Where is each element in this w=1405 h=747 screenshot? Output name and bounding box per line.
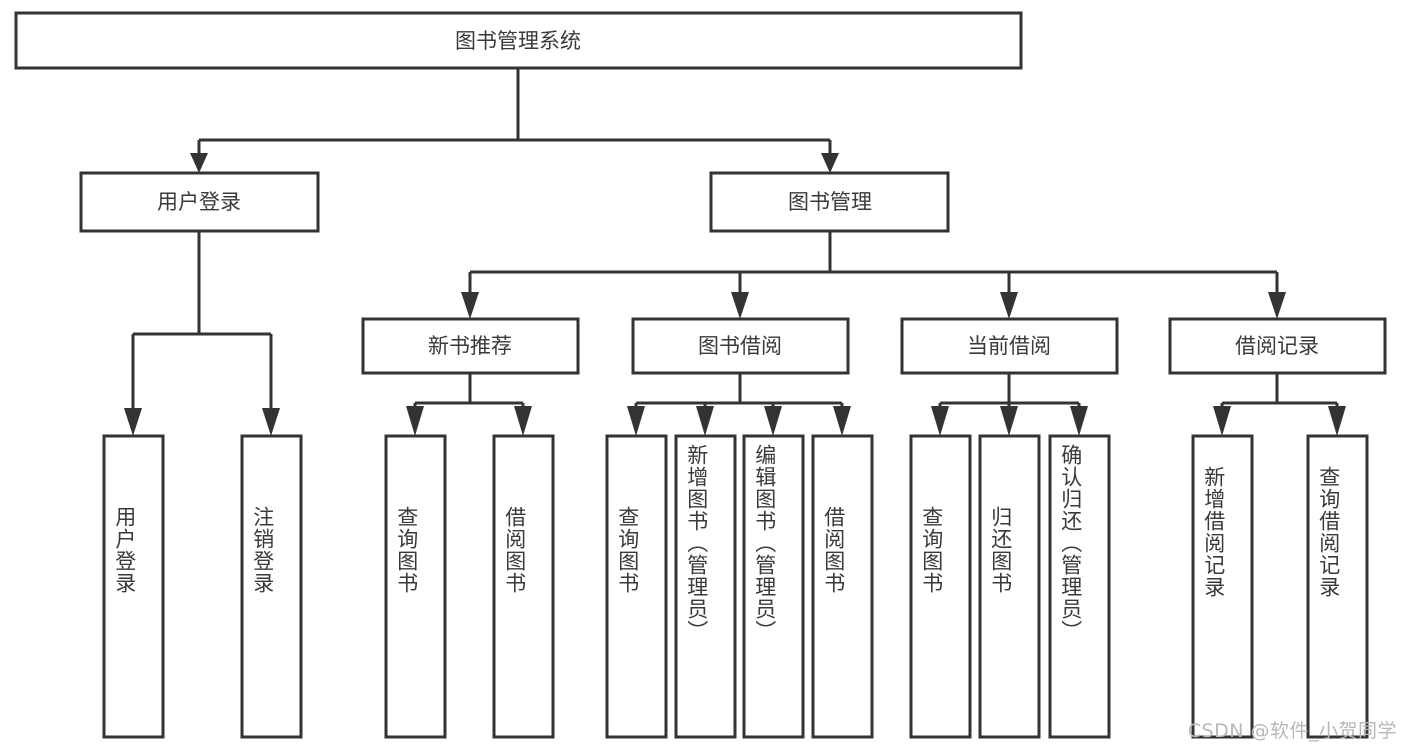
arrow-leaf-user-logout (262, 408, 280, 436)
node-book-manage-label: 图书管理 (788, 190, 872, 214)
node-current-borrow-label: 当前借阅 (967, 334, 1051, 358)
arrow-leaf-return-book (1000, 406, 1018, 436)
leaf-query-book-1-box[interactable] (384, 434, 447, 739)
node-new-book-recommend-box[interactable] (361, 317, 580, 375)
node-current-borrow-box[interactable] (900, 317, 1119, 375)
arrow-leaf-add-book (696, 406, 714, 436)
node-borrow-record-label: 借阅记录 (1235, 334, 1319, 358)
connector-group (124, 68, 1346, 436)
leaf-add-book-box[interactable] (674, 434, 737, 739)
arrow-new-book-recommend (461, 292, 479, 319)
node-book-borrow[interactable]: 图书借阅 (631, 317, 850, 375)
node-user-login[interactable]: 用户登录 (79, 171, 320, 233)
arrow-leaf-add-record (1213, 406, 1231, 436)
node-book-borrow-label: 图书借阅 (698, 334, 782, 358)
arrow-leaf-user-login (124, 408, 142, 436)
node-book-manage[interactable]: 图书管理 (709, 171, 950, 233)
arrow-leaf-borrow-book-2 (833, 406, 851, 436)
node-root[interactable]: 图书管理系统 (14, 11, 1023, 70)
arrow-leaf-edit-book (764, 406, 782, 436)
arrow-user-login (190, 153, 208, 173)
csdn-watermark: CSDN @软件_小贺同学 (1187, 720, 1397, 742)
node-root-label: 图书管理系统 (455, 29, 581, 53)
leaf-query-book-3-box[interactable] (909, 434, 972, 739)
leaf-borrow-book-2-box[interactable] (811, 434, 874, 739)
leaf-return-book-box[interactable] (978, 434, 1041, 739)
arrow-leaf-query-book-1 (406, 406, 424, 436)
node-current-borrow[interactable]: 当前借阅 (900, 317, 1119, 375)
node-root-box[interactable] (14, 11, 1023, 70)
node-user-login-label: 用户登录 (157, 190, 241, 214)
arrow-book-manage (821, 153, 839, 173)
arrow-borrow-record (1268, 292, 1286, 319)
leaf-edit-book-box[interactable] (742, 434, 805, 739)
node-user-login-box[interactable] (79, 171, 320, 233)
leaf-user-login-box[interactable] (102, 434, 165, 739)
node-book-manage-box[interactable] (709, 171, 950, 233)
leaf-add-record-box[interactable] (1191, 434, 1254, 739)
arrow-book-borrow (731, 292, 749, 319)
leaf-borrow-book-1-box[interactable] (492, 434, 555, 739)
node-new-book-recommend-label: 新书推荐 (428, 334, 512, 358)
leaf-query-book-2-box[interactable] (605, 434, 668, 739)
leaf-confirm-return-box[interactable] (1048, 434, 1111, 739)
arrow-leaf-confirm-return (1070, 406, 1088, 436)
node-book-borrow-box[interactable] (631, 317, 850, 375)
node-new-book-recommend[interactable]: 新书推荐 (361, 317, 580, 375)
leaf-user-logout-box[interactable] (240, 434, 303, 739)
arrow-leaf-borrow-book-1 (514, 406, 532, 436)
leaf-query-record-box[interactable] (1306, 434, 1369, 739)
arrow-current-borrow (1000, 292, 1018, 319)
node-borrow-record[interactable]: 借阅记录 (1168, 317, 1387, 375)
node-borrow-record-box[interactable] (1168, 317, 1387, 375)
arrow-leaf-query-book-3 (931, 406, 949, 436)
arrow-leaf-query-record (1328, 406, 1346, 436)
leaf-box-group (102, 434, 1369, 739)
arrow-leaf-query-book-2 (627, 406, 645, 436)
